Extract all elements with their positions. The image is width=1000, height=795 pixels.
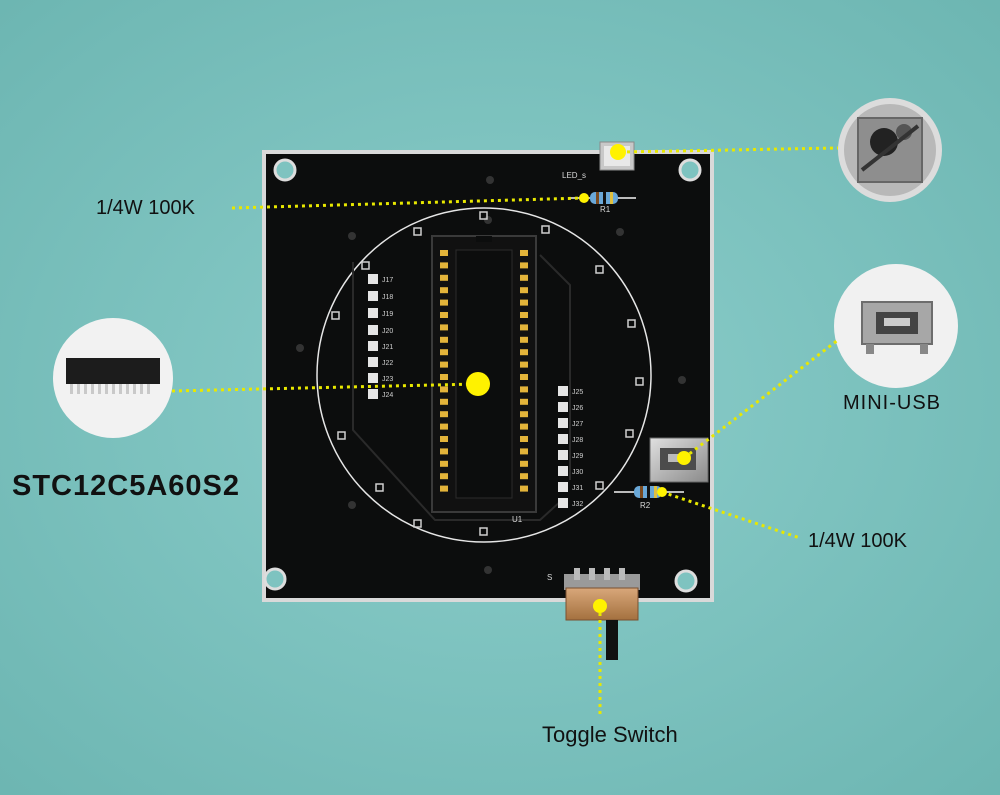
socket-pin-left [440,324,448,331]
silk-r2: R2 [640,501,651,510]
socket-pin-right [520,336,528,343]
inset-mini-usb [834,264,958,388]
callout-r2-line [661,490,801,540]
socket-pin-right [520,460,528,467]
marker-led [610,144,626,160]
socket-pin-left [440,411,448,418]
socket-pin-left [440,448,448,455]
socket-pin-right [520,448,528,455]
socket-pin-right [520,374,528,380]
socket-pin-left [440,274,448,281]
socket-pin-right [520,262,528,269]
label-mini-usb: MINI-USB [843,392,941,414]
socket-pin-left [440,250,448,256]
silk-j24: J24 [382,392,393,399]
socket-pin-right [520,398,528,405]
socket-pin-right [520,423,528,430]
mount-hole-bl [263,567,287,591]
socket-pin-left [440,423,448,430]
marker-switch [593,599,607,613]
socket-pin-right [520,411,528,418]
silk-j20: J20 [382,328,393,335]
silk-j21: J21 [382,344,393,351]
right-pad-column [558,386,568,508]
socket-pin-left [440,386,448,393]
silk-j26: J26 [572,405,583,412]
socket-pin-right [520,361,528,368]
silkscreen-circle [316,207,652,543]
inset-chip [53,318,173,438]
label-resistor-r1: 1/4W 100K [96,197,195,219]
mount-hole-tr [678,158,702,182]
socket-pin-left [440,460,448,467]
silk-j18: J18 [382,294,393,301]
socket-pin-right [520,324,528,331]
marker-usb [677,451,691,465]
marker-r2 [657,487,667,497]
silk-u1: U1 [512,515,523,524]
socket-pin-right [520,473,528,480]
callout-r1-line [231,196,585,210]
silk-j29: J29 [572,453,583,460]
callout-led-line [619,146,839,154]
silk-j30: J30 [572,469,583,476]
silk-j28: J28 [572,437,583,444]
silk-r1: R1 [600,205,611,214]
silk-j32: J32 [572,501,583,508]
label-resistor-r2: 1/4W 100K [808,530,907,552]
silk-switch: S [547,573,552,582]
silk-j31: J31 [572,485,583,492]
callout-chip-line [171,382,479,393]
socket-pin-right [520,287,528,294]
left-pad-column [368,274,378,399]
inset-led-module [838,98,942,202]
silk-j19: J19 [382,311,393,318]
socket-pin-left [440,312,448,318]
socket-pin-right [520,312,528,318]
silk-j27: J27 [572,421,583,428]
socket-pin-right [520,299,528,306]
resistor-r2 [614,486,684,498]
socket-pin-right [520,250,528,256]
label-toggle-switch: Toggle Switch [542,722,678,747]
socket-pin-right [520,485,528,492]
mount-hole-tl [273,158,297,182]
callout-lines [171,146,839,716]
label-chip: STC12C5A60S2 [12,470,240,502]
socket-pin-right [520,436,528,442]
silk-j22: J22 [382,360,393,367]
socket-pin-left [440,299,448,306]
socket-pin-left [440,361,448,368]
callout-usb-line [683,338,839,460]
socket-pin-left [440,473,448,480]
socket-pin-right [520,386,528,393]
socket-pin-left [440,262,448,269]
socket-pin-left [440,349,448,356]
socket-pin-left [440,436,448,442]
silk-j23: J23 [382,376,393,383]
socket-pin-left [440,374,448,380]
markers [466,144,691,613]
marker-chip [466,372,490,396]
socket-pin-left [440,336,448,343]
socket-pin-right [520,274,528,281]
mount-hole-br [674,569,698,593]
silk-led: LED_s [562,171,586,180]
marker-r1 [579,193,589,203]
silk-j25: J25 [572,389,583,396]
socket-pin-left [440,398,448,405]
silk-j17: J17 [382,277,393,284]
socket-pin-right [520,349,528,356]
socket-pin-left [440,287,448,294]
resistor-r1 [570,192,636,204]
socket-pin-left [440,485,448,492]
